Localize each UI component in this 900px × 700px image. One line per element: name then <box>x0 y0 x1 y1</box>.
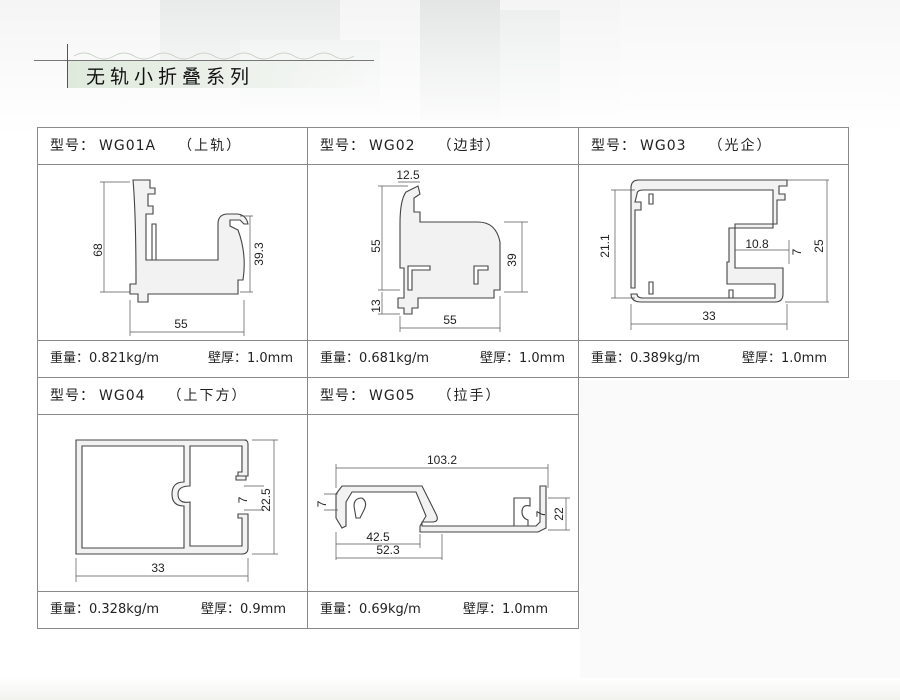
profile-header: 型号：WG04 （上下方） <box>38 378 307 415</box>
profile-drawing: 103.2 7 7 22 42.5 52.3 <box>315 453 570 560</box>
dim-right-height-1: 7 <box>534 510 548 517</box>
model-code: WG01A <box>99 138 157 154</box>
profile-type: （光企） <box>708 138 773 154</box>
title-marker <box>67 44 68 88</box>
model-code: WG04 <box>99 388 146 404</box>
dim-height-2: 39 <box>505 253 519 267</box>
profile-footer: 重量：0.821kg/m 壁厚：1.0mm <box>38 340 307 377</box>
profile-footer: 重量：0.69kg/m 壁厚：1.0mm <box>308 591 578 628</box>
dim-inner-width: 10.8 <box>745 237 769 251</box>
profile-card-wg02: 型号：WG02 （边封） 55 12.5 39 13 55 重量：0.681kg/… <box>307 127 579 378</box>
dim-height-2: 39.3 <box>252 242 266 266</box>
model-label: 型号： <box>320 388 365 404</box>
dim-height: 68 <box>91 243 105 257</box>
series-title-block: 无轨小折叠系列 <box>34 44 379 88</box>
dim-height-2: 25 <box>812 239 826 253</box>
thickness-value: 壁厚：1.0mm <box>208 351 294 366</box>
profile-type: （上下方） <box>167 388 248 404</box>
profile-header: 型号：WG05 （拉手） <box>308 378 578 415</box>
dim-right-height-2: 22 <box>552 507 566 521</box>
weight-value: 重量：0.69kg/m <box>320 602 421 617</box>
dim-height: 22.5 <box>259 488 273 512</box>
dim-left-height: 7 <box>315 500 329 507</box>
profile-header: 型号：WG01A （上轨） <box>38 128 307 165</box>
page-title: 无轨小折叠系列 <box>86 66 255 88</box>
weight-value: 重量：0.328kg/m <box>50 602 160 617</box>
title-bar <box>68 60 368 88</box>
profile-card-wg05: 型号：WG05 （拉手） 103.2 7 7 22 42.5 52.3 重量：0.… <box>307 377 579 629</box>
dim-inner-height: 7 <box>790 248 804 255</box>
profile-section <box>335 485 547 533</box>
weight-value: 重量：0.821kg/m <box>50 351 160 366</box>
dim-width: 55 <box>174 317 188 331</box>
profile-card-wg04: 型号：WG04 （上下方） 22.5 7 33 重量：0.328kg/m 壁厚：0… <box>37 377 308 629</box>
profile-drawing: 21.1 10.8 7 25 33 <box>598 179 829 330</box>
weight-value: 重量：0.389kg/m <box>591 351 701 366</box>
profile-card-wg01a: 型号：WG01A （上轨） 68 39.3 55 重量：0.821kg/m 壁厚：… <box>37 127 308 378</box>
title-rule <box>34 60 374 61</box>
profile-footer: 重量：0.389kg/m 壁厚：1.0mm <box>579 340 848 377</box>
dim-width-3: 52.3 <box>376 543 400 557</box>
profile-section <box>630 179 788 303</box>
profile-card-wg03: 型号：WG03 （光企） 21.1 10.8 7 25 33 重量：0.389kg… <box>578 127 849 378</box>
dim-width: 33 <box>702 309 716 323</box>
dim-height-3: 13 <box>369 299 383 313</box>
profile-header: 型号：WG03 （光企） <box>579 128 848 165</box>
profile-type: （上轨） <box>178 138 243 154</box>
thickness-value: 壁厚：0.9mm <box>201 602 287 617</box>
model-code: WG02 <box>369 138 416 154</box>
bottom-band <box>0 678 900 700</box>
dim-width-2: 42.5 <box>366 530 390 544</box>
dim-height: 55 <box>369 239 383 253</box>
model-label: 型号： <box>50 388 95 404</box>
profile-drawing: 55 12.5 39 13 55 <box>369 168 528 332</box>
dim-height: 21.1 <box>598 234 612 258</box>
profile-footer: 重量：0.328kg/m 壁厚：0.9mm <box>38 591 307 628</box>
profile-header: 型号：WG02 （边封） <box>308 128 578 165</box>
dim-top: 12.5 <box>396 168 420 182</box>
profile-section <box>129 179 249 303</box>
profile-drawing: 68 39.3 55 <box>91 179 266 336</box>
profile-section <box>397 185 501 315</box>
model-label: 型号： <box>591 138 636 154</box>
weight-value: 重量：0.681kg/m <box>320 351 430 366</box>
dim-width: 55 <box>443 313 457 327</box>
dim-width: 103.2 <box>427 453 457 467</box>
model-label: 型号： <box>320 138 365 154</box>
profile-footer: 重量：0.681kg/m 壁厚：1.0mm <box>308 340 578 377</box>
model-code: WG03 <box>640 138 687 154</box>
profile-type: （边封） <box>437 138 502 154</box>
dim-slot: 7 <box>236 496 250 503</box>
thickness-value: 壁厚：1.0mm <box>480 351 566 366</box>
profile-type: （拉手） <box>437 388 502 404</box>
dim-width: 33 <box>151 561 165 575</box>
thickness-value: 壁厚：1.0mm <box>742 351 828 366</box>
wave-ornament <box>74 52 355 60</box>
model-label: 型号： <box>50 138 95 154</box>
profile-drawing: 22.5 7 33 <box>75 439 278 582</box>
thickness-value: 壁厚：1.0mm <box>463 602 549 617</box>
model-code: WG05 <box>369 388 416 404</box>
